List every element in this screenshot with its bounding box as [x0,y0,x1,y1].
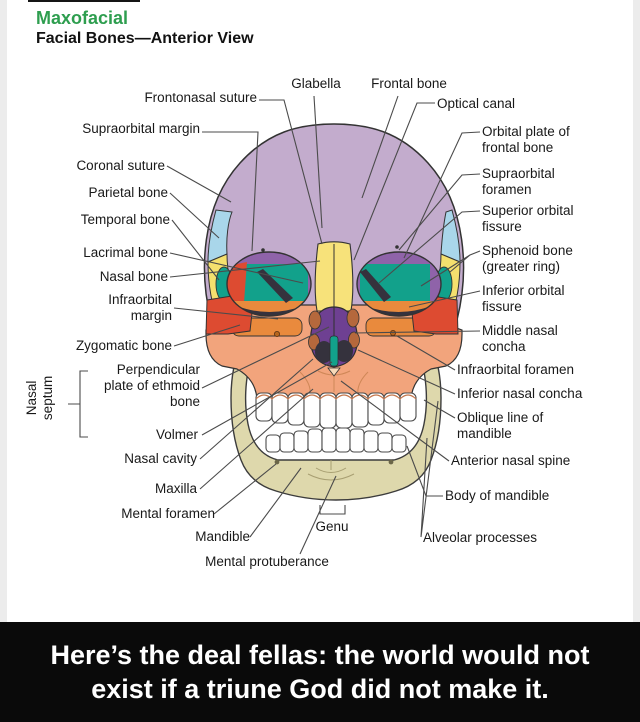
infraorbital-foramen-dot-left [273,330,280,337]
leader-alveolar-processes [420,400,439,538]
left-edge-strip [0,0,7,622]
middle-nasal-concha-left [308,310,322,330]
leader-glabella [313,95,323,229]
leader-infraorbital-margin [173,307,279,320]
page-title: Facial Bones—Anterior View [36,30,254,47]
label-anterior-nasal-spine: Anterior nasal spine [451,453,571,468]
skull-diagram [68,95,481,555]
label-mandible: Mandible [195,529,250,544]
orbit-right-rim [356,251,442,317]
leader-optical-canal [353,102,435,261]
label-inferior-orbital-fissure: Inferior orbital fissure [482,283,565,314]
label-parietal-bone: Parietal bone [88,185,168,200]
label-coronal-suture: Coronal suture [76,158,165,173]
leader-temporal-bone [171,219,220,281]
leader-nasal-cavity [199,358,314,460]
label-supraorbital-margin: Supraorbital margin [82,121,200,136]
label-temporal-bone: Temporal bone [80,212,170,227]
label-genu: Genu [315,519,349,534]
leader-sphenoid-bone [420,250,481,287]
leader-parietal-bone [169,192,220,239]
label-perpendicular-plate: Perpendicular plate of ethmoid bone [103,362,200,409]
leader-lines [68,95,481,555]
caption-bar: Here’s the deal fellas: the world would … [0,622,640,722]
infraorbital-foramen-dot-right [389,329,396,336]
middle-nasal-concha-right [346,308,360,328]
vomer-strip [329,335,339,367]
label-supraorbital-foramen: Supraorbital foramen [482,166,555,197]
label-volmer: Volmer [155,427,198,442]
label-mental-protuberance: Mental protuberance [205,554,329,569]
label-maxilla: Maxilla [154,481,197,496]
leader-frontal-bone [361,95,399,199]
leader-infraorbital-foramen [396,335,456,371]
label-nasal-septum: Nasal septum [24,375,55,421]
leader-perpendicular-plate [201,326,330,389]
leader-supraorbital-foramen [398,173,481,251]
orbit-left-rim [226,251,312,317]
supraorbital-foramen-dot-left [261,248,265,252]
label-alveolar-processes: Alveolar processes [423,530,538,545]
leader-superior-orbital-fissure [378,210,481,284]
leader-zygomatic-bone [173,324,241,347]
genu-bracket [319,505,346,515]
inferior-nasal-concha-right [348,331,360,349]
nasal-cavity-dark-left [315,341,333,363]
leader-inferior-orbital-fissure [408,290,481,308]
label-sphenoid-bone: Sphenoid bone (greater ring) [482,243,573,274]
mental-foramen-dot-right [388,459,394,465]
chin-detail-lines [307,460,355,481]
label-superior-orbital-fissure: Superior orbital fissure [482,203,574,234]
label-mental-foramen: Mental foramen [121,506,215,521]
caption-line-2: exist if a triune God did not make it. [91,674,549,704]
leader-lacrimal-bone [169,252,304,284]
leader-maxilla [199,388,314,490]
lower-teeth [265,427,407,453]
leader-frontonasal-suture [259,99,323,245]
leader-middle-nasal-concha [354,330,481,334]
upper-gumline-scallop [255,394,417,400]
label-zygomatic-bone: Zygomatic bone [75,338,172,353]
anterior-nasal-spine-point [327,367,341,377]
supraorbital-foramen-dot-right [395,245,399,249]
leader-coronal-suture [166,165,232,203]
leader-nasal-bone [169,260,321,278]
leader-mental-foramen [213,463,277,515]
leader-inferior-nasal-concha [357,349,456,395]
mental-foramen-dot-left [274,459,280,465]
nasal-cavity-dark-right [335,340,353,362]
label-oblique-line: Oblique line of mandible [457,410,544,441]
label-infraorbital-foramen: Infraorbital foramen [457,362,575,377]
label-frontonasal-suture: Frontonasal suture [144,90,257,105]
label-nasal-cavity: Nasal cavity [124,451,197,466]
orbit-left [227,252,311,316]
leader-oblique-line [423,399,456,419]
right-edge-strip [633,0,640,622]
leader-supraorbital-margin [202,131,259,252]
label-body-of-mandible: Body of mandible [445,488,550,503]
label-optical-canal: Optical canal [437,96,516,111]
label-nasal-bone: Nasal bone [99,269,168,284]
leader-orbital-plate [403,131,481,259]
label-infraorbital-margin: Infraorbital margin [108,292,172,323]
leader-volmer [201,361,333,436]
label-frontal-bone: Frontal bone [371,76,447,91]
leader-mandible [249,467,302,538]
label-lacrimal-bone: Lacrimal bone [83,245,168,260]
label-glabella: Glabella [291,76,341,91]
label-middle-nasal-concha: Middle nasal concha [482,323,558,354]
leader-mental-protuberance [299,475,337,555]
top-crop-artifact [28,0,140,2]
leader-anterior-nasal-spine [340,380,450,462]
maxilla-crease-lines [299,370,369,397]
brand-title: Maxofacial [36,8,129,28]
orbit-right [357,252,441,316]
nasal-septum-bracket [68,370,88,438]
caption-line-1: Here’s the deal fellas: the world would … [50,640,590,670]
label-orbital-plate: Orbital plate of frontal bone [482,124,570,155]
label-inferior-nasal-concha: Inferior nasal concha [457,386,583,401]
